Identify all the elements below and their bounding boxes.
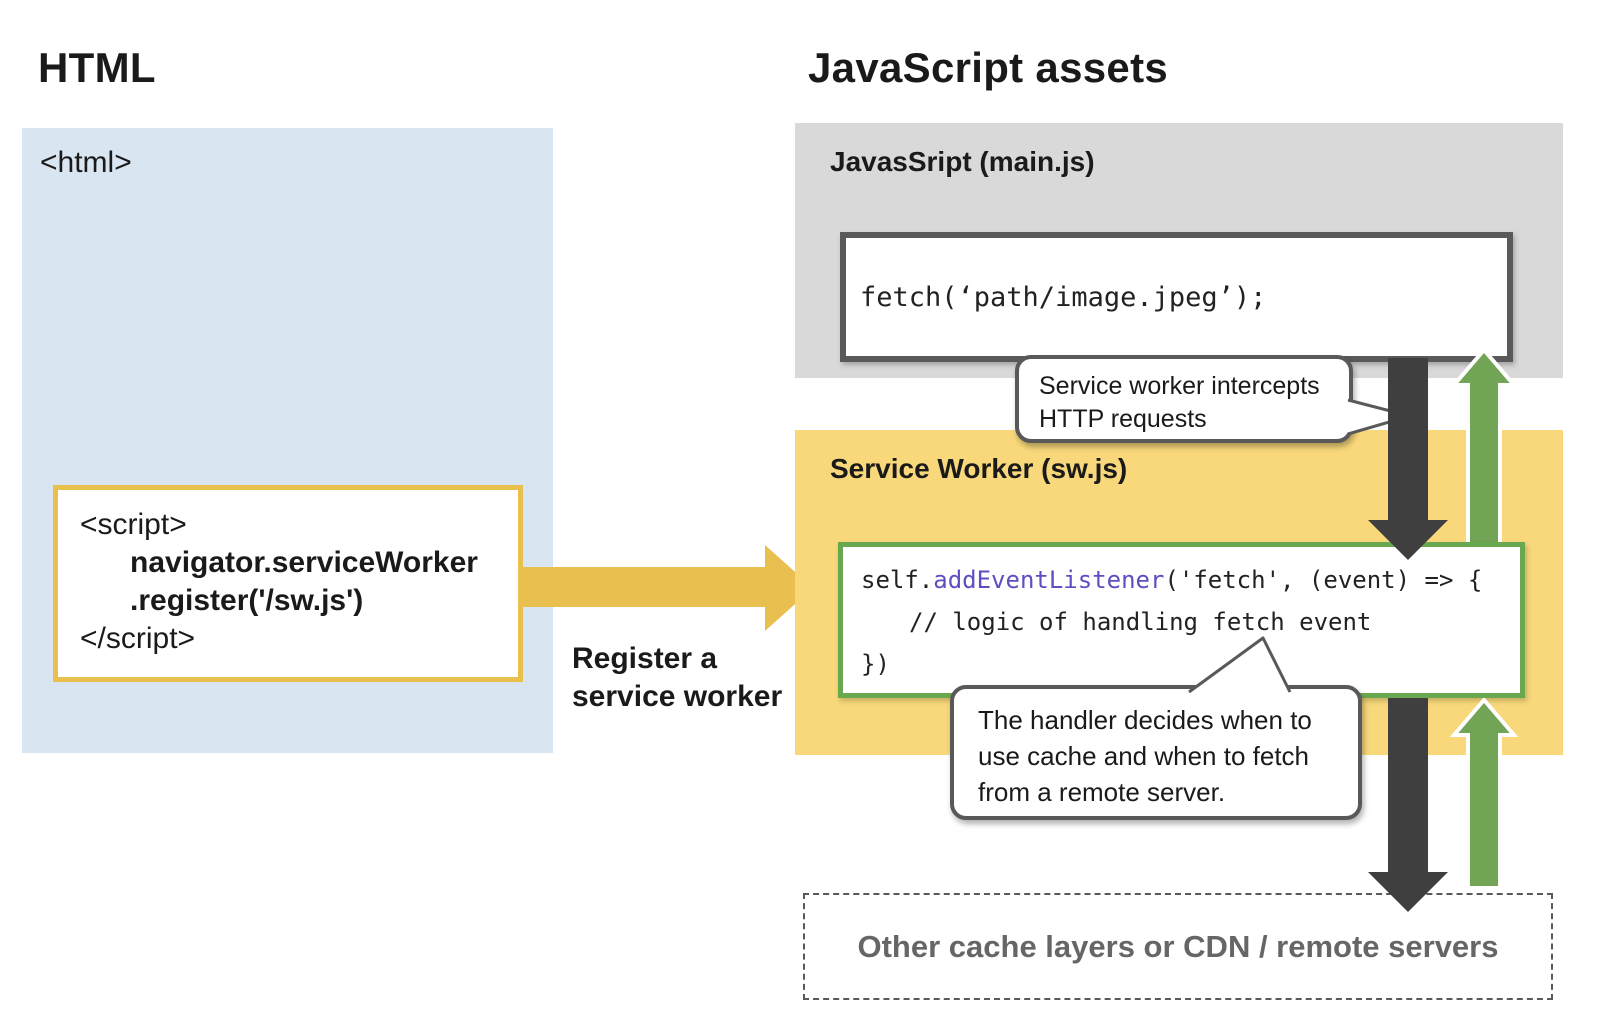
sw-code-line-2: // logic of handling fetch event xyxy=(909,608,1372,636)
intercept-bubble-line2: HTTP requests xyxy=(1039,405,1207,433)
register-arrow-label-line2: service worker xyxy=(572,680,783,713)
service-worker-panel-title: Service Worker (sw.js) xyxy=(830,453,1128,484)
script-close-tag: </script> xyxy=(80,622,196,655)
handler-bubble-line2: use cache and when to fetch xyxy=(978,741,1310,771)
html-open-tag: <html> xyxy=(40,146,132,179)
intercept-bubble-line1: Service worker intercepts xyxy=(1039,372,1320,400)
sw-code-method: addEventListener xyxy=(933,566,1165,594)
sw-code-box: self.addEventListener('fetch', (event) =… xyxy=(838,542,1525,698)
mainjs-panel-title: JavasSript (main.js) xyxy=(830,146,1095,177)
register-script-box: <script> navigator.serviceWorker .regist… xyxy=(53,485,523,682)
register-code-line-2: .register('/sw.js') xyxy=(130,584,364,617)
remote-servers-box: Other cache layers or CDN / remote serve… xyxy=(803,893,1553,1000)
sw-code-rest: ('fetch', (event) => { xyxy=(1164,566,1483,594)
handler-bubble: The handler decides when to use cache an… xyxy=(950,685,1362,820)
register-arrow-label-line1: Register a xyxy=(572,642,718,675)
register-code-line-1: navigator.serviceWorker xyxy=(130,546,478,579)
handler-bubble-line3: from a remote server. xyxy=(978,777,1226,807)
sw-code-line-1: self.addEventListener('fetch', (event) =… xyxy=(861,559,1520,601)
handler-bubble-line1: The handler decides when to xyxy=(978,705,1312,735)
js-assets-heading: JavaScript assets xyxy=(808,44,1169,91)
script-open-tag: <script> xyxy=(80,508,187,541)
html-heading: HTML xyxy=(38,44,156,91)
intercept-bubble: Service worker intercepts HTTP requests xyxy=(1015,355,1353,443)
response-up-arrow-top-icon xyxy=(1449,348,1519,560)
fetch-code-line: fetch(‘path/image.jpeg’); xyxy=(860,281,1267,313)
mainjs-code-box: fetch(‘path/image.jpeg’); xyxy=(840,232,1513,362)
sw-code-self: self. xyxy=(861,566,934,594)
request-down-arrow-bottom-icon xyxy=(1368,698,1448,912)
register-arrow-icon xyxy=(523,545,813,631)
request-down-arrow-top-icon xyxy=(1368,358,1448,560)
handler-bubble-pointer-icon xyxy=(1188,636,1292,694)
response-up-arrow-bottom-icon xyxy=(1449,698,1519,890)
register-arrow-label: Register a service worker xyxy=(572,640,782,716)
remote-servers-label: Other cache layers or CDN / remote serve… xyxy=(857,928,1499,964)
sw-code-line-3: }) xyxy=(861,650,890,678)
